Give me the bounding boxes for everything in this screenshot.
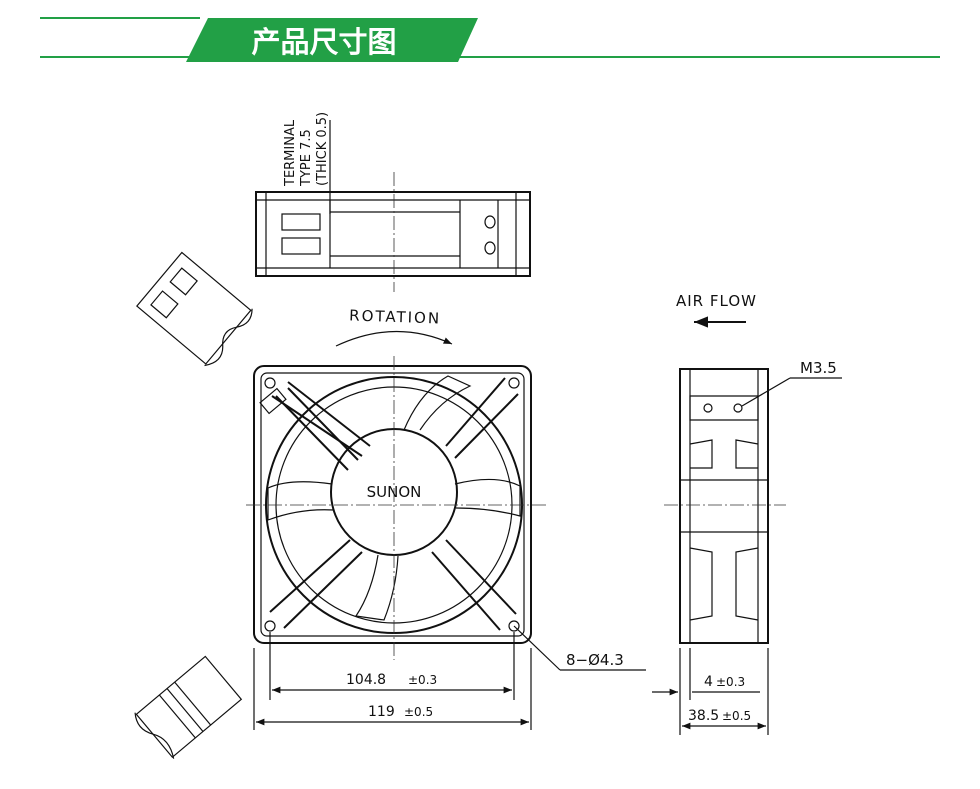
hole-label: 8−Ø4.3 [566,651,624,669]
dim-flange-value: 4 [704,674,713,690]
dim-flange-tol: ±0.3 [716,675,745,689]
dim-width: 119 ±0.5 [253,648,532,730]
side-view [664,368,786,644]
dim-depth-value: 38.5 [688,708,719,724]
terminal-detail-lower [134,655,243,759]
dim-width-tol: ±0.5 [404,705,433,719]
screw-label: M3.5 [800,359,837,377]
rotation-label: ROTATION [349,306,442,327]
dim-hole-spacing: 104.8 ±0.3 [269,632,515,700]
air-flow-label: AIR FLOW [676,292,757,310]
dim-depth-tol: ±0.5 [722,709,751,723]
top-view [255,120,531,292]
section-header: 产品尺寸图 [40,17,940,62]
terminal-note-line2: TYPE 7.5 [299,129,314,187]
dim-depth: 38.5 ±0.5 [682,648,769,735]
hole-leader [513,625,561,671]
header-title-banner [186,18,478,62]
dim-width-value: 119 [368,704,395,720]
rotation-arrow [335,330,453,347]
dim-hole-spacing-value: 104.8 [346,672,386,688]
dim-flange: 4 ±0.3 [652,648,760,735]
terminal-note-line3: (THICK 0.5) [315,112,330,186]
dim-hole-spacing-tol: ±0.3 [408,673,437,687]
screw-leader [741,377,791,407]
terminal-detail-upper [136,251,253,367]
terminal-note-line1: TERMINAL [283,119,298,187]
page-title: 产品尺寸图 [251,25,396,59]
terminal-note: TERMINAL TYPE 7.5 (THICK 0.5) [283,112,330,187]
brand-label: SUNON [367,483,422,501]
front-view [246,356,548,660]
